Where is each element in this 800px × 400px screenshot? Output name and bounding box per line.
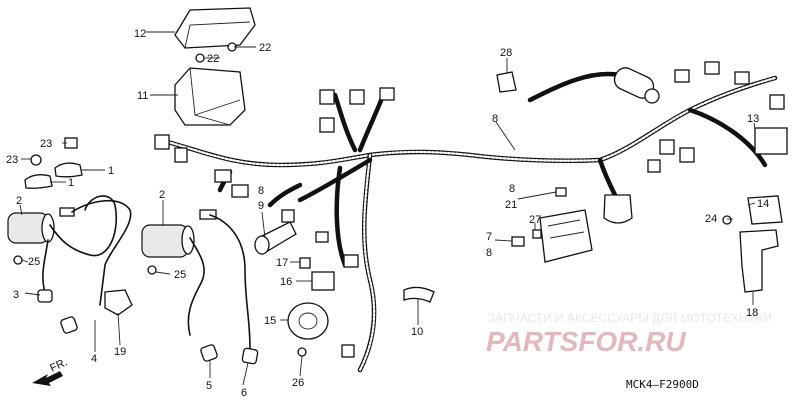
clamp-10 [403,286,435,303]
turn-signal-relay-14 [747,195,783,225]
rubber-boot-9 [254,221,297,255]
callout-9: 9 [258,200,264,212]
leader-lines [19,31,756,386]
relay-cover-12 [174,7,256,49]
harness-connector [341,344,355,358]
bolt-22 [195,53,205,63]
callout-1: 1 [108,165,114,177]
harness-connector [214,169,232,183]
spark-plug-wire [42,239,49,293]
spark-plug-cap-5 [200,344,218,362]
bracket-18 [739,229,779,293]
callout-25: 25 [28,256,40,268]
callout-17: 17 [276,257,288,269]
callout-6: 6 [241,387,247,399]
callout-5: 5 [206,380,212,392]
relay-bracket-11 [174,67,246,126]
spark-plug-cap-6 [241,347,259,365]
callout-18: 18 [746,307,758,319]
callout-11: 11 [137,90,148,102]
callout-8: 8 [509,183,515,195]
callout-3: 3 [13,289,19,301]
callout-21: 21 [505,199,517,211]
relay-13 [754,127,788,155]
spark-plug-wire [209,214,251,349]
bulb-socket-assembly [613,67,660,104]
callout-19: 19 [114,346,126,358]
bolt-25 [147,265,157,275]
horn-15 [287,302,329,340]
clip-28 [496,71,517,93]
callout-10: 10 [411,326,423,338]
spark-plug-cap-3 [37,289,53,303]
callout-14: 14 [757,198,769,210]
harness-connector [231,184,249,198]
callout-23: 23 [6,154,18,166]
callout-27: 27 [529,214,541,226]
bolt-25 [13,255,23,265]
diagram-code: MCK4–F2900D [626,378,699,391]
callout-15: 15 [264,315,276,327]
harness-connector [734,71,750,85]
harness-connector [659,139,675,155]
callout-22: 22 [207,53,219,65]
clamp-19 [104,289,133,316]
bolt-26 [297,347,307,357]
bolt-24 [722,215,732,225]
callout-2: 2 [16,195,22,207]
clip-21 [555,187,567,197]
callout-8: 8 [258,185,264,197]
harness-connector [704,61,720,75]
clip-27 [532,229,542,239]
watermark-brand: PARTSFOR.RU [486,326,686,357]
front-direction-label: FR. [48,356,69,374]
relay-16 [311,271,335,291]
harness-connector [319,117,335,133]
callout-7: 7 [486,231,492,243]
regulator-assembly [539,209,593,263]
harness-connector [154,134,170,150]
callout-12: 12 [134,28,146,40]
ignition-coil-2-left [7,207,75,244]
callout-23: 23 [40,138,52,150]
callout-1: 1 [68,177,74,189]
harness-connector [343,254,359,268]
bolt-23 [30,154,42,166]
harness-connector [349,89,365,105]
harness-connector [647,159,661,173]
spark-plug-wire [49,195,117,257]
callout-13: 13 [747,113,759,125]
ignition-coil-bracket-1 [54,162,83,178]
watermark-caption: ЗАПЧАСТИ И АКСЕССУАРЫ ДЛЯ МОТОТЕХНИКИ [488,311,772,325]
callout-8: 8 [486,247,492,259]
spark-plug-wire [187,237,205,336]
connector-17 [299,257,311,269]
harness-connector [315,231,329,243]
spark-plug-wire [71,199,132,306]
callout-8: 8 [492,113,498,125]
harness-connector [319,89,335,105]
callout-16: 16 [280,276,292,288]
callout-24: 24 [705,213,717,225]
callout-4: 4 [91,353,97,365]
harness-connector [769,94,785,110]
spark-plug-cap-4 [60,316,78,334]
harness-connector [674,69,690,83]
front-direction-arrow-icon [32,371,63,386]
callout-26: 26 [292,377,304,389]
callout-28: 28 [500,47,512,59]
harness-connector [281,209,295,223]
connector-7 [511,236,525,247]
harness-connector [174,147,188,163]
ignition-coil-2-center [141,209,217,258]
harness-connector [679,147,695,163]
callout-2: 2 [159,189,165,201]
callout-25: 25 [174,269,186,281]
bulb-socket [603,194,633,224]
harness-connector [379,87,395,101]
callout-22: 22 [259,42,271,54]
ignition-coil-bracket-1 [24,174,53,189]
